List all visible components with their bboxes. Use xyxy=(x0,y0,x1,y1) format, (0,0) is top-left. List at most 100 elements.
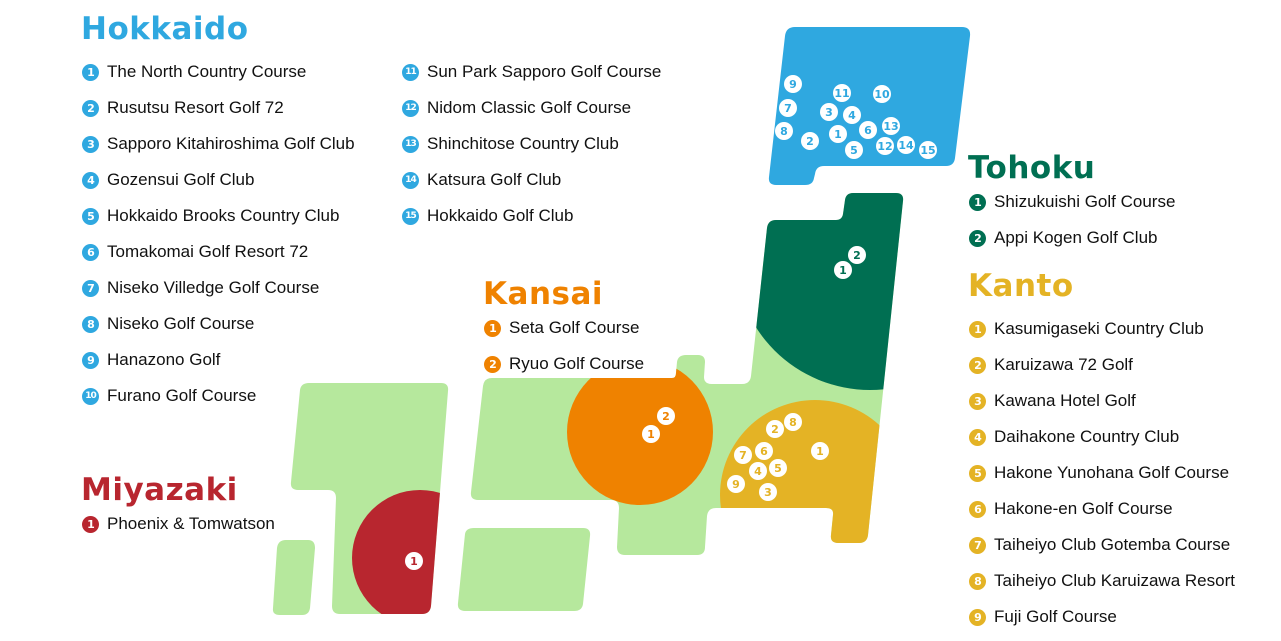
map-pin-hokkaido[interactable]: 9 xyxy=(784,75,802,93)
map-pin-kanto[interactable]: 9 xyxy=(727,475,745,493)
number-badge-icon: 10 xyxy=(82,387,99,405)
pin-marker-icon xyxy=(845,141,863,159)
map-pin-hokkaido[interactable]: 3 xyxy=(820,103,838,121)
pin-number: 13 xyxy=(883,120,898,133)
map-pin-kanto[interactable]: 1 xyxy=(811,442,829,460)
map-pin-hokkaido[interactable]: 11 xyxy=(833,84,851,102)
map-pin-kanto[interactable]: 6 xyxy=(755,442,773,460)
number-badge-icon: 5 xyxy=(82,207,99,225)
number-badge-icon: 11 xyxy=(402,63,419,81)
map-pin-hokkaido[interactable]: 5 xyxy=(845,141,863,159)
pin-marker-icon xyxy=(848,246,866,264)
map-pin-tohoku[interactable]: 2 xyxy=(848,246,866,264)
course-name: Hokkaido Brooks Country Club xyxy=(107,206,340,225)
map-pin-kanto[interactable]: 5 xyxy=(769,459,787,477)
map-pin-hokkaido[interactable]: 7 xyxy=(779,99,797,117)
pin-marker-icon xyxy=(734,446,752,464)
number-badge-icon: 8 xyxy=(82,315,99,333)
map-pin-hokkaido[interactable]: 6 xyxy=(859,121,877,139)
map-pin-hokkaido[interactable]: 12 xyxy=(876,137,894,155)
number-badge-icon: 7 xyxy=(969,536,986,554)
map-pin-tohoku[interactable]: 1 xyxy=(834,261,852,279)
map-pin-kanto[interactable]: 3 xyxy=(759,483,777,501)
kansai-region[interactable] xyxy=(567,359,713,505)
pin-marker-icon xyxy=(405,552,423,570)
map-pin-hokkaido[interactable]: 1 xyxy=(829,125,847,143)
pin-marker-icon xyxy=(784,413,802,431)
map-pin-hokkaido[interactable]: 14 xyxy=(897,136,915,154)
pin-number: 4 xyxy=(754,465,762,478)
course-list-item[interactable]: 13 Shinchitose Country Club xyxy=(402,126,661,162)
pin-number: 3 xyxy=(764,486,772,499)
course-name: Hokkaido Golf Club xyxy=(427,206,574,225)
map-pin-hokkaido[interactable]: 4 xyxy=(843,106,861,124)
course-list-item[interactable]: 5 Hokkaido Brooks Country Club xyxy=(82,198,355,234)
number-badge-icon: 13 xyxy=(402,135,419,153)
map-pin-kansai[interactable]: 1 xyxy=(642,425,660,443)
pin-marker-icon xyxy=(834,261,852,279)
number-badge-icon: 6 xyxy=(82,243,99,261)
number-badge-icon: 8 xyxy=(969,572,986,590)
number-badge-icon: 5 xyxy=(969,464,986,482)
map-pin-hokkaido[interactable]: 2 xyxy=(801,132,819,150)
pin-number: 2 xyxy=(771,423,779,436)
number-badge-icon: 1 xyxy=(484,319,501,337)
pin-number: 11 xyxy=(834,87,849,100)
pin-number: 5 xyxy=(774,462,782,475)
map-pin-miyazaki[interactable]: 1 xyxy=(405,552,423,570)
map-pin-hokkaido[interactable]: 13 xyxy=(882,117,900,135)
map-pin-kanto[interactable]: 7 xyxy=(734,446,752,464)
map-pin-hokkaido[interactable]: 10 xyxy=(873,85,891,103)
tohoku-region[interactable] xyxy=(735,120,1005,390)
pin-number: 1 xyxy=(834,128,842,141)
pin-marker-icon xyxy=(811,442,829,460)
map-pin-kanto[interactable]: 2 xyxy=(766,420,784,438)
small-island-shape xyxy=(272,540,315,615)
map-pin-kanto[interactable]: 4 xyxy=(749,462,767,480)
course-name: Shinchitose Country Club xyxy=(427,134,619,153)
pin-marker-icon xyxy=(897,136,915,154)
map-pin-kansai[interactable]: 2 xyxy=(657,407,675,425)
map-pin-hokkaido[interactable]: 15 xyxy=(919,141,937,159)
hokkaido-shape[interactable] xyxy=(768,27,971,185)
pin-marker-icon xyxy=(749,462,767,480)
pin-number: 14 xyxy=(898,139,914,152)
kanto-region[interactable] xyxy=(720,400,910,590)
map-pin-kanto[interactable]: 8 xyxy=(784,413,802,431)
number-badge-icon: 1 xyxy=(82,63,99,81)
map-pin-hokkaido[interactable]: 8 xyxy=(775,122,793,140)
course-name: Fuji Golf Course xyxy=(994,607,1117,626)
pin-number: 9 xyxy=(732,478,740,491)
region-title-kansai: Kansai xyxy=(483,276,604,312)
pin-marker-icon xyxy=(775,122,793,140)
pin-number: 8 xyxy=(789,416,797,429)
